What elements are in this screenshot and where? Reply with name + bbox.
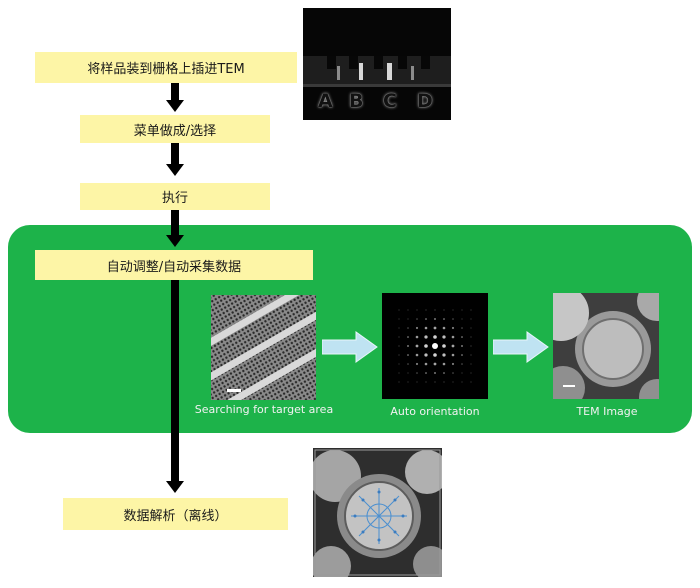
step-auto-collect: 自动调整/自动采集数据 [35, 250, 313, 280]
process-arrow-1 [322, 331, 378, 363]
flow-arrow-4 [171, 280, 179, 482]
tem-image-photo [553, 293, 659, 399]
search-target-photo [211, 295, 316, 400]
flow-arrow-3 [171, 210, 179, 236]
flow-arrow-3-head [166, 235, 184, 247]
step-data-analysis: 数据解析（离线） [63, 498, 288, 530]
caption-search: Searching for target area [194, 403, 334, 416]
flow-arrow-1-head [166, 100, 184, 112]
process-arrow-2 [493, 331, 549, 363]
grid-label-c: C [383, 90, 397, 112]
flow-arrow-2-head [166, 164, 184, 176]
grid-label-d: D [417, 90, 433, 112]
caption-orientation: Auto orientation [390, 405, 480, 418]
flow-arrow-1 [171, 83, 179, 101]
grid-label-b: B [349, 90, 364, 112]
step-execute: 执行 [80, 183, 270, 210]
flow-arrow-4-head [166, 481, 184, 493]
diffraction-photo [382, 293, 488, 399]
grid-label-a: A [318, 90, 333, 112]
step-menu-select: 菜单做成/选择 [80, 115, 270, 143]
step-load-sample: 将样品装到栅格上插进TEM [35, 52, 297, 83]
caption-tem: TEM Image [576, 405, 638, 418]
sample-holder-photo: A B C D [303, 8, 451, 120]
analysis-photo [313, 448, 442, 577]
flow-arrow-2 [171, 143, 179, 165]
